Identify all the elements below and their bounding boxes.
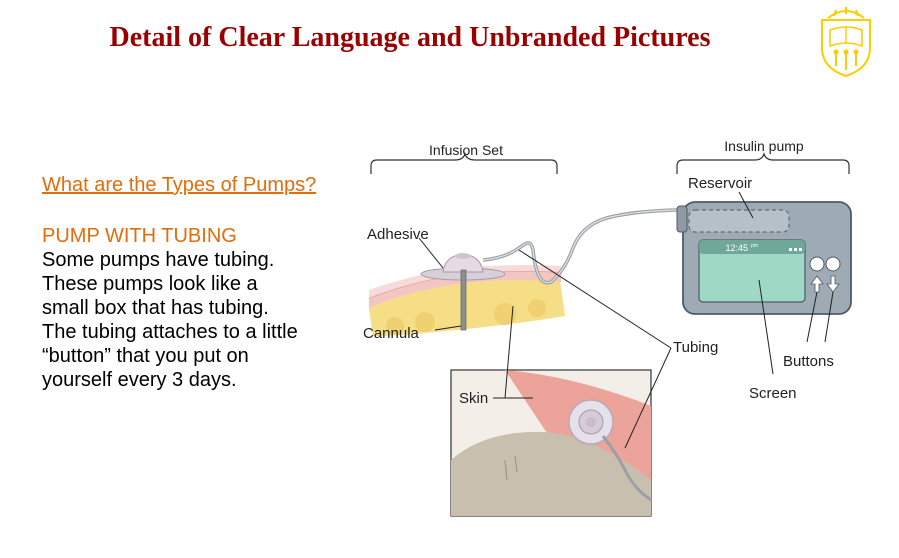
- university-seal-icon: [821, 7, 871, 78]
- insulin-pump-diagram: Infusion Set Insulin pump 12:45 pm: [355, 130, 875, 530]
- insulin-pump-bracket: [676, 152, 850, 174]
- pump-button-right: [825, 256, 841, 272]
- body-line: “button” that you put on: [42, 345, 249, 367]
- body-line: The tubing attaches to a little: [42, 321, 298, 343]
- infusion-set-label: Infusion Set: [429, 142, 503, 158]
- pump-with-tubing-subheading: PUMP WITH TUBING: [42, 225, 237, 247]
- skin-label: Skin: [459, 390, 488, 407]
- screen-time: 12:45: [725, 243, 748, 253]
- body-line: Some pumps have tubing.: [42, 249, 275, 271]
- slide-title: Detail of Clear Language and Unbranded P…: [109, 22, 711, 53]
- tubing-label: Tubing: [673, 339, 718, 356]
- types-of-pumps-link[interactable]: What are the Types of Pumps?: [42, 174, 317, 196]
- reservoir-label: Reservoir: [688, 175, 752, 192]
- reservoir: [688, 209, 790, 233]
- cannula: [460, 269, 467, 331]
- cannula-label: Cannula: [363, 325, 420, 342]
- text-block: What are the Types of Pumps? PUMP WITH T…: [42, 172, 372, 392]
- screen-label: Screen: [749, 385, 797, 402]
- body-line: These pumps look like a: [42, 273, 258, 295]
- buttons-label: Buttons: [783, 353, 834, 370]
- body-line: yourself every 3 days.: [42, 369, 237, 391]
- insulin-pump-label: Insulin pump: [724, 138, 804, 154]
- arrow-down-icon: [826, 275, 840, 293]
- screen-time-suffix: pm: [751, 243, 758, 249]
- body-line: small box that has tubing.: [42, 297, 269, 319]
- adhesive-label: Adhesive: [367, 226, 429, 243]
- pump-button-left: [809, 256, 825, 272]
- skin-close-up-inset: [450, 369, 652, 517]
- infusion-set-bracket: [370, 152, 558, 174]
